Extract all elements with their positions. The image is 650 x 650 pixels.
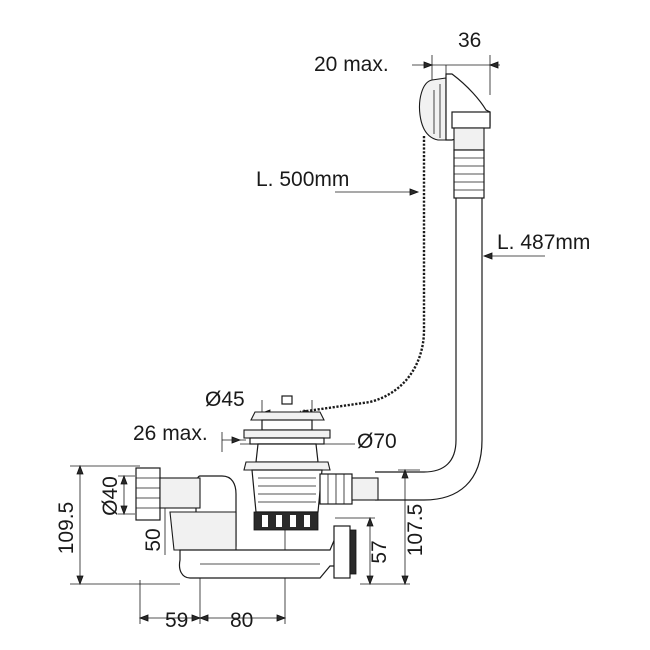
dim-57: 57 — [368, 540, 391, 563]
dim-20-max: 20 max. — [314, 53, 389, 76]
dim-36: 36 — [458, 29, 481, 52]
plug-and-waste-body — [243, 395, 379, 531]
dim-50: 50 — [142, 528, 165, 551]
dim-26-max: 26 max. — [133, 422, 208, 445]
dim-diameter-40: Ø40 — [99, 476, 122, 516]
plug-chain — [299, 136, 426, 414]
dim-chain-length: L. 500mm — [256, 168, 349, 191]
overflow-hose — [375, 198, 483, 501]
dim-107-5: 107.5 — [404, 504, 427, 557]
hose-ribbed-connector — [453, 149, 485, 199]
dim-59: 59 — [165, 609, 188, 632]
overflow-head — [418, 73, 491, 151]
dim-109-5: 109.5 — [55, 502, 78, 555]
dim-hose-length: L. 487mm — [497, 231, 590, 254]
dim-diameter-70: Ø70 — [357, 430, 397, 453]
trap-and-outlet — [135, 467, 357, 579]
dim-80: 80 — [230, 609, 253, 632]
dimension-arrows — [76, 61, 499, 622]
dim-diameter-45: Ø45 — [205, 388, 245, 411]
